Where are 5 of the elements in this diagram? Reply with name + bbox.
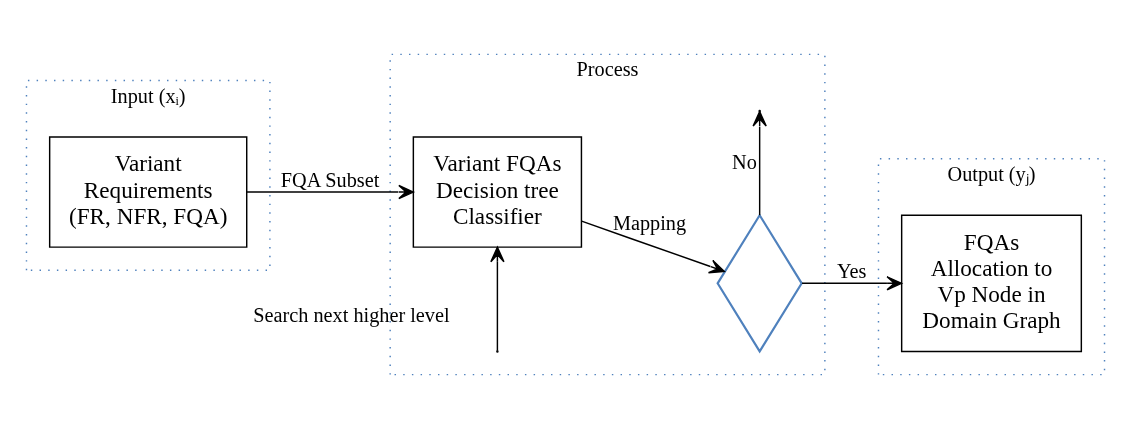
edge-label: Mapping <box>612 212 687 234</box>
edge-label: Yes <box>836 259 867 282</box>
edge-label: FQA Subset <box>280 168 380 191</box>
edge-label: No <box>732 150 757 173</box>
edge-label: Search next higher level <box>253 304 450 327</box>
